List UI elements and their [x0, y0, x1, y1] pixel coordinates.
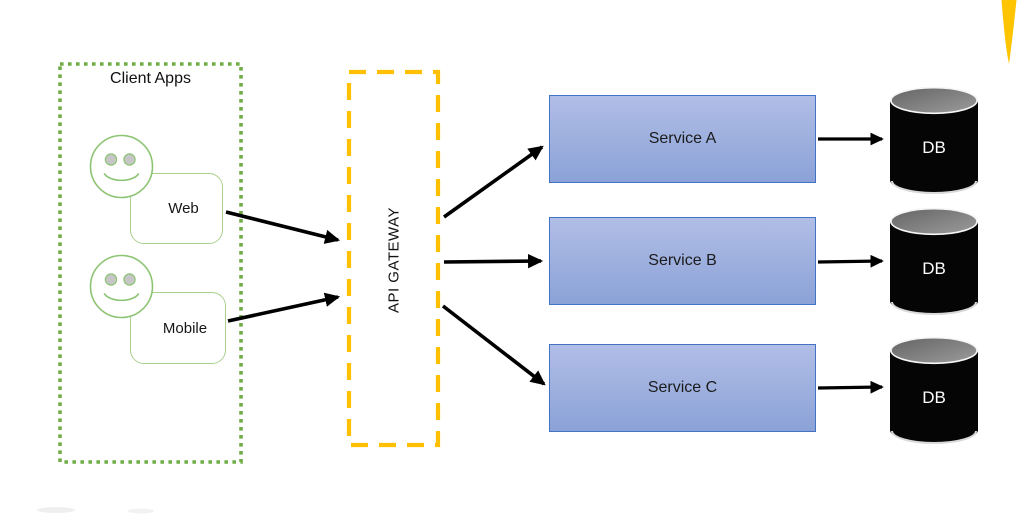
cylinder-icon: [890, 207, 978, 315]
cylinder-icon: [890, 86, 978, 194]
database-label: DB: [922, 138, 946, 157]
arrow-gateway-to-service-c: [441, 304, 546, 386]
service-a-label: Service A: [648, 130, 717, 147]
database-cylinder-c: DB: [890, 336, 978, 444]
cylinder-icon: [890, 336, 978, 444]
service-b-label: Service B: [648, 252, 717, 269]
client-node-web-label: Web: [168, 200, 199, 217]
database-label: DB: [922, 259, 946, 278]
arrow-web-to-gateway: [225, 210, 341, 244]
api-gateway-frame: [346, 69, 441, 448]
faint-mark: [128, 508, 154, 514]
client-node-mobile: Mobile: [130, 292, 226, 364]
service-a-node: Service A: [549, 95, 816, 183]
smiley-user-icon: [89, 134, 154, 199]
client-apps-title: Client Apps: [110, 70, 191, 87]
arrow-service-b-to-db: [817, 254, 884, 268]
faint-mark: [37, 507, 75, 513]
arrow-gateway-to-service-b: [443, 253, 544, 269]
client-node-mobile-label: Mobile: [162, 319, 208, 337]
arrow-service-c-to-db: [817, 380, 884, 394]
database-label: DB: [922, 388, 946, 407]
database-cylinder-b: DB: [890, 207, 978, 315]
service-c-label: Service C: [647, 379, 718, 396]
service-b-node: Service B: [549, 217, 816, 305]
smiley-user-icon: [89, 254, 154, 319]
client-node-web: Web: [130, 173, 223, 244]
corner-accent-shape: [1001, 0, 1017, 64]
client-apps-frame: [58, 62, 243, 464]
database-cylinder-a: DB: [890, 86, 978, 194]
api-gateway-label: API GATEWAY: [385, 206, 403, 314]
arrow-gateway-to-service-a: [442, 145, 544, 219]
service-c-node: Service C: [549, 344, 816, 432]
arrow-mobile-to-gateway: [227, 292, 341, 323]
